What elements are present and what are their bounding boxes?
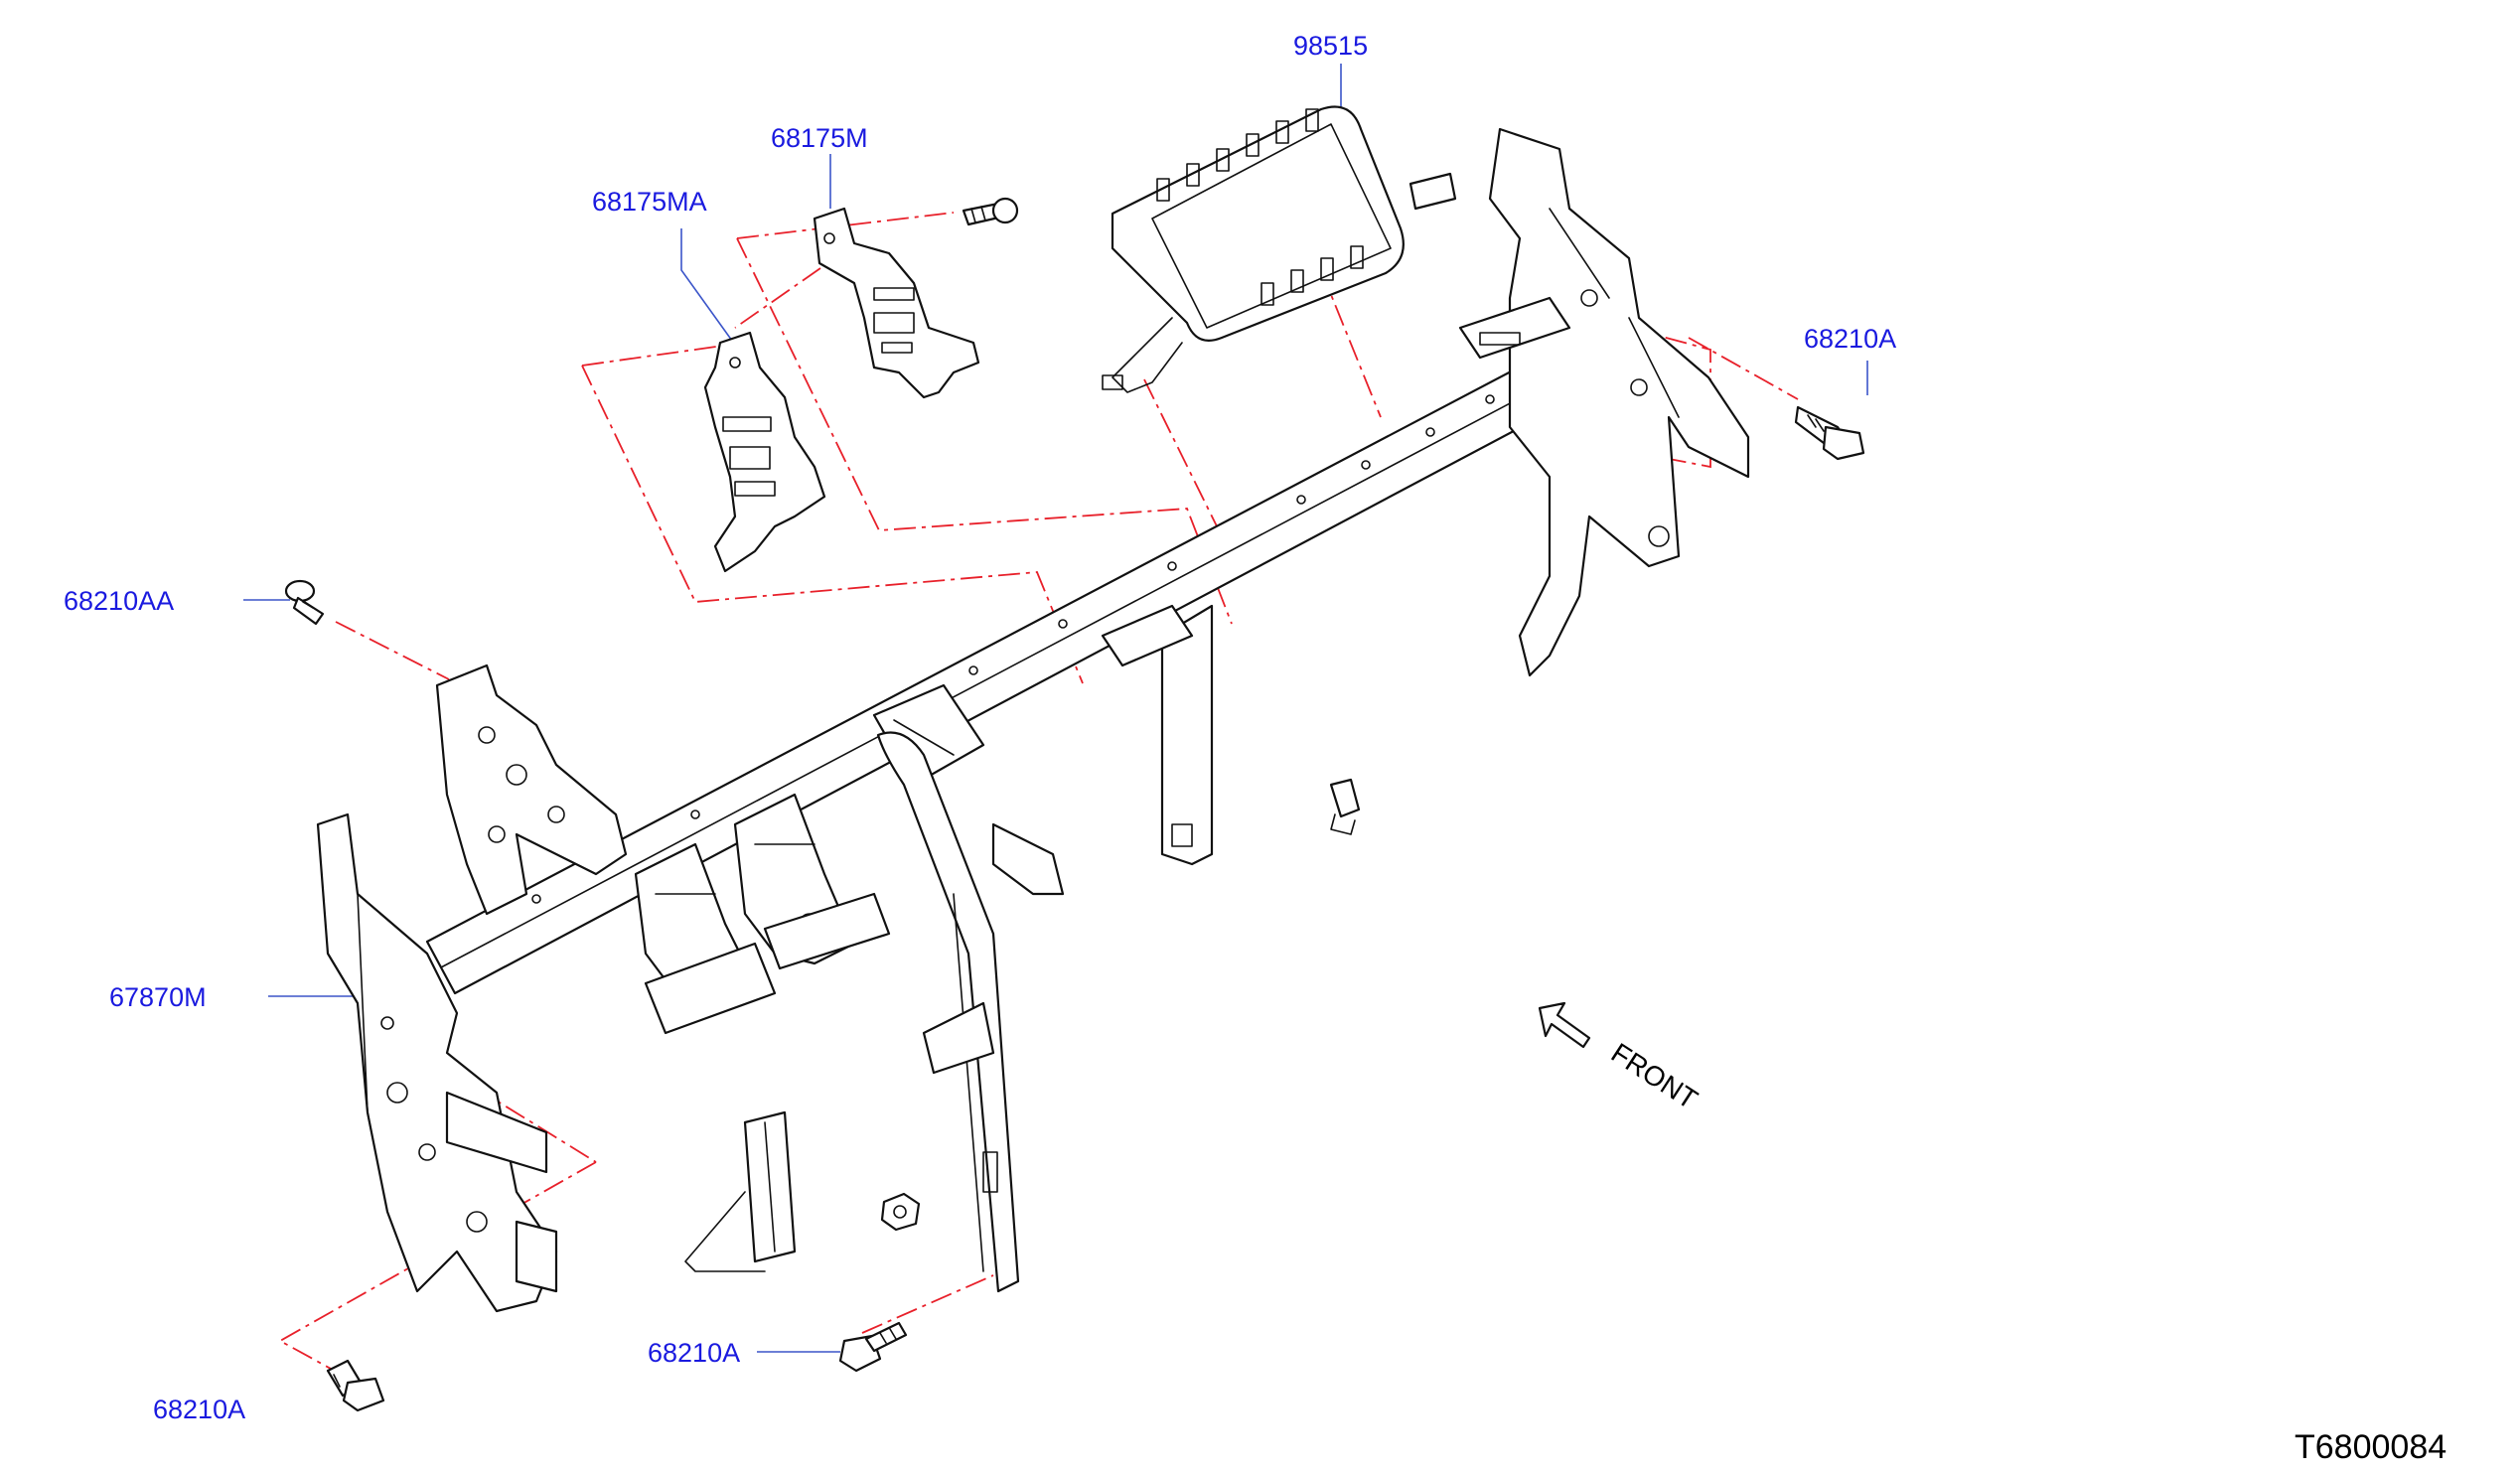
- leader-lines: [243, 64, 1868, 1353]
- left-member-bracket: [316, 812, 558, 1313]
- drawing-id: T6800084: [2295, 1428, 2446, 1466]
- bracket-68175ma: [703, 331, 826, 573]
- nut: [880, 1192, 921, 1232]
- label-68210aa: 68210AA: [64, 586, 174, 616]
- left-upper-bracket: [435, 663, 628, 916]
- bolt-right: [1794, 405, 1865, 461]
- steering-column-bracket: [634, 793, 891, 1035]
- right-side-bracket: [1458, 127, 1750, 677]
- label-68210a-center: 68210A: [648, 1338, 740, 1368]
- front-label: FRONT: [1606, 1037, 1704, 1115]
- label-68210a-left: 68210A: [153, 1395, 245, 1424]
- label-68175ma: 68175MA: [592, 187, 707, 217]
- right-stay: [1101, 604, 1214, 866]
- label-68210a-right: 68210A: [1804, 324, 1896, 354]
- cross-car-beam: [425, 318, 1639, 995]
- part-labels: 98515 68175M 68175MA 68210A 68210AA 6787…: [64, 31, 1896, 1424]
- label-67870m: 67870M: [109, 982, 207, 1012]
- center-stay: [876, 731, 1065, 1293]
- label-98515: 98515: [1293, 31, 1368, 61]
- airbag-module: [1102, 105, 1457, 393]
- bolt-center: [838, 1321, 908, 1373]
- screw-upper: [962, 197, 1019, 226]
- bolt-left-top: [284, 579, 325, 626]
- floor-brace: [684, 1110, 797, 1272]
- front-indicator: FRONT: [1538, 1001, 1704, 1115]
- bolt-left-bottom: [326, 1359, 385, 1412]
- airbag-clips: [1156, 108, 1364, 306]
- label-68175m: 68175M: [771, 123, 868, 153]
- clip: [1329, 778, 1361, 835]
- front-arrow-icon: [1538, 1001, 1591, 1049]
- bracket-68175m: [813, 207, 980, 399]
